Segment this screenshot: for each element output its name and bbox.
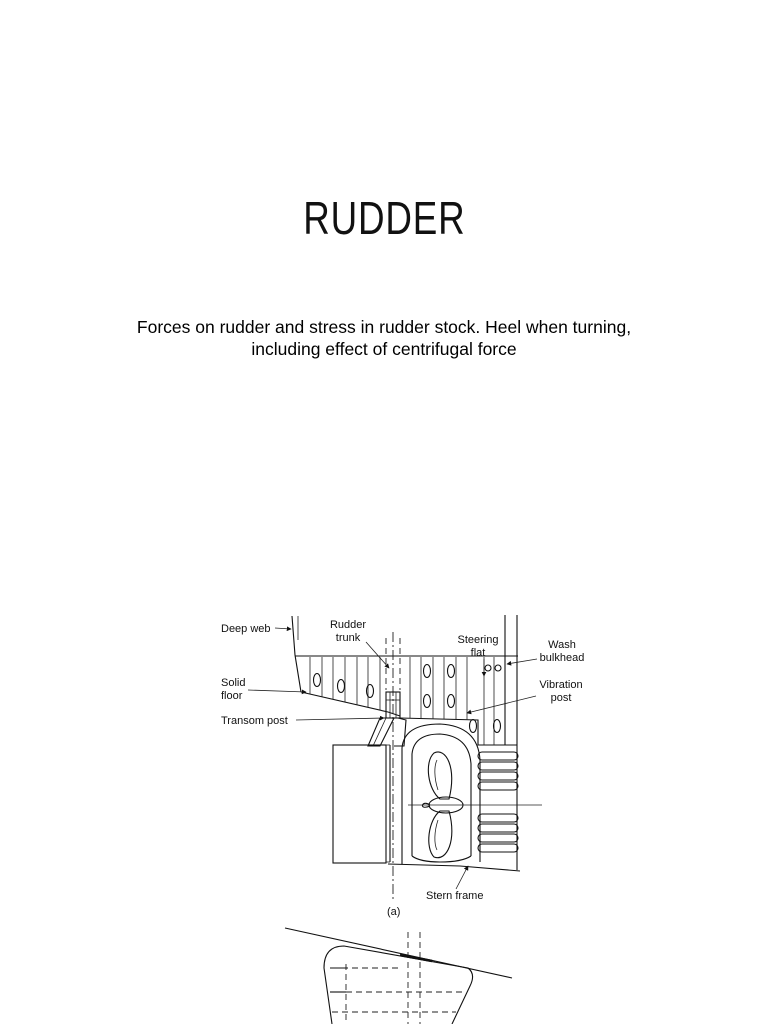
stock-coupling <box>399 953 433 963</box>
label-steering-flat-line-1: Steering <box>458 634 499 646</box>
hull-structure <box>291 615 518 870</box>
floor-frames <box>309 657 495 745</box>
label-steering-flat-line-2: flat <box>471 647 486 659</box>
deep-web-line <box>291 615 302 693</box>
label-rudder-trunk-line-1: Rudder <box>330 619 366 631</box>
slide-title: RUDDER <box>302 192 466 244</box>
label-solid-floor-line-2: floor <box>221 690 243 702</box>
leader-lines <box>247 626 538 890</box>
figure-caption: (a) <box>387 906 400 918</box>
figure-a: Deep web Rudder trunk Steering flat Wash… <box>221 615 584 918</box>
slide-subtitle: Forces on rudder and stress in rudder st… <box>0 316 768 360</box>
slide-title-container: RUDDER <box>0 190 768 246</box>
bottom-shell-line <box>300 691 401 717</box>
waterline <box>284 927 513 979</box>
label-wash-bulkhead-line-1: Wash <box>548 639 576 651</box>
label-rudder-trunk-line-2: trunk <box>336 632 361 644</box>
stern-frame <box>387 723 521 872</box>
shell-aft-line <box>399 717 517 746</box>
subtitle-line-2: including effect of centrifugal force <box>251 339 517 359</box>
label-vibration-post-line-2: post <box>551 692 572 704</box>
lightening-holes <box>312 663 502 734</box>
rudder-blade <box>332 744 391 864</box>
boss-ribs <box>477 751 519 853</box>
subtitle-line-1: Forces on rudder and stress in rudder st… <box>136 317 632 337</box>
stern-arrangement-diagram: Deep web Rudder trunk Steering flat Wash… <box>221 615 584 1024</box>
label-solid-floor-line-1: Solid <box>221 677 245 689</box>
propeller <box>408 751 542 859</box>
label-wash-bulkhead-line-2: bulkhead <box>540 652 585 664</box>
label-transom-post: Transom post <box>221 715 288 727</box>
figure-b-rudder-section <box>284 927 513 1024</box>
label-stern-frame: Stern frame <box>426 890 483 902</box>
label-vibration-post-line-1: Vibration <box>539 679 582 691</box>
diagram-labels: Deep web Rudder trunk Steering flat Wash… <box>221 619 584 918</box>
transom-post <box>367 717 407 747</box>
label-deep-web: Deep web <box>221 623 271 635</box>
